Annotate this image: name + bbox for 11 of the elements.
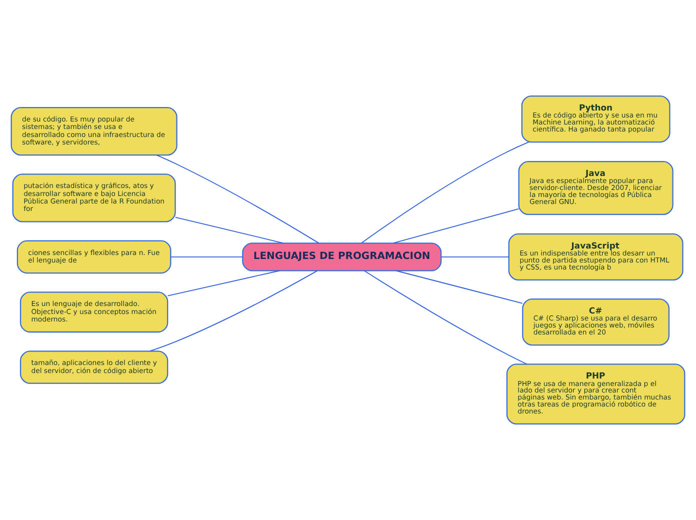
connector [149, 270, 318, 352]
connector [392, 208, 520, 244]
connector [175, 216, 284, 244]
connector [156, 154, 320, 244]
connector [167, 270, 280, 296]
node-box: LENGUAJES DE PROGRAMACION [242, 242, 442, 272]
connector [440, 256, 510, 258]
connector [360, 142, 530, 244]
connector [396, 270, 523, 304]
connector [170, 256, 243, 258]
connector [364, 270, 528, 365]
